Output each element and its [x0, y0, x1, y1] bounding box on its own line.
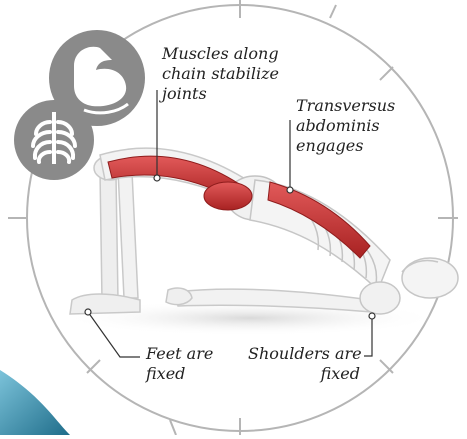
label-line: joints [162, 84, 279, 104]
label-line: Transversus [296, 96, 395, 116]
label-shoulders-fixed: Shoulders are fixed [248, 344, 360, 384]
label-line: fixed [146, 364, 213, 384]
label-transversus-abdominis: Transversus abdominis engages [296, 96, 395, 156]
label-feet-fixed: Feet are fixed [146, 344, 213, 384]
label-line: engages [296, 136, 395, 156]
label-line: Feet are [146, 344, 213, 364]
label-muscles-along-chain: Muscles along chain stabilize joints [162, 44, 279, 104]
label-line: abdominis [296, 116, 395, 136]
label-line: Shoulders are [248, 344, 360, 364]
label-line: Muscles along [162, 44, 279, 64]
label-line: fixed [248, 364, 360, 384]
rib-cage-icon [14, 100, 94, 180]
teal-corner-accent [0, 370, 70, 435]
label-line: chain stabilize [162, 64, 279, 84]
